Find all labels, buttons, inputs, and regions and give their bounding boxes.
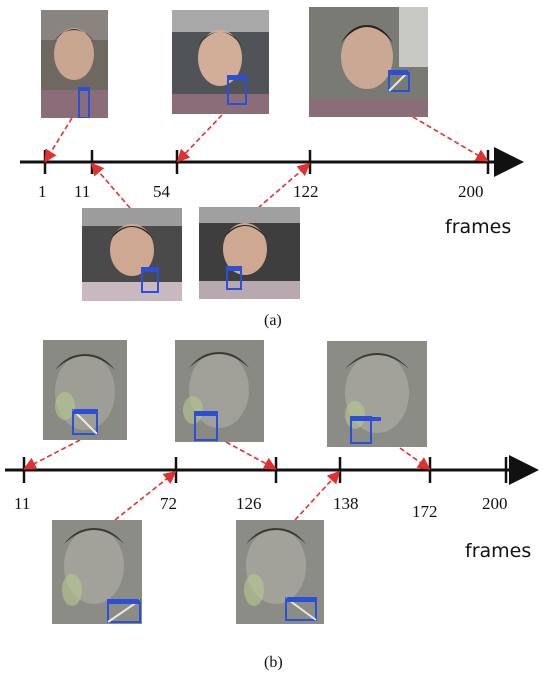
tick-label-b-200: 200 bbox=[482, 494, 508, 513]
caption-b: (b) bbox=[264, 654, 283, 671]
axis-label-a: frames bbox=[445, 216, 512, 238]
frame-thumbnail-b-172 bbox=[327, 341, 427, 447]
frame-thumbnail-a-200 bbox=[309, 7, 428, 117]
tick-label-a-54: 54 bbox=[153, 182, 170, 201]
tick-label-b-138: 138 bbox=[333, 494, 359, 513]
connector-a-122 bbox=[257, 162, 311, 209]
connector-a-1 bbox=[44, 117, 73, 163]
connector-b-72 bbox=[114, 471, 177, 521]
tick-label-b-126: 126 bbox=[236, 494, 262, 513]
caption-a: (a) bbox=[264, 312, 282, 329]
frame-thumbnail-b-72-lower bbox=[52, 520, 142, 624]
tick-label-b-11: 11 bbox=[14, 494, 31, 513]
tick-label-a-200: 200 bbox=[458, 182, 484, 201]
tick-label-a-1: 1 bbox=[38, 182, 47, 201]
tick-label-b-72: 72 bbox=[160, 494, 177, 513]
frame-thumbnail-a-11 bbox=[82, 208, 182, 301]
axis-label-b: frames bbox=[465, 540, 532, 562]
frame-thumbnail-b-72 bbox=[175, 340, 264, 442]
connector-a-11 bbox=[90, 162, 131, 209]
connector-b-11 bbox=[23, 439, 81, 470]
connector-b-138 bbox=[294, 470, 341, 521]
connector-b-126 bbox=[225, 441, 277, 470]
tick-label-a-122: 122 bbox=[293, 182, 319, 201]
connector-b-172 bbox=[399, 447, 431, 470]
frame-thumbnail-b-11 bbox=[43, 340, 127, 440]
tick-label-a-11: 11 bbox=[74, 182, 91, 201]
connector-a-200 bbox=[412, 116, 489, 162]
frame-thumbnail-a-122 bbox=[199, 207, 300, 299]
tick-label-b-172: 172 bbox=[412, 502, 438, 521]
frame-thumbnail-a-1 bbox=[41, 10, 108, 118]
frame-thumbnail-a-54 bbox=[172, 10, 269, 114]
frame-thumbnail-b-138 bbox=[236, 520, 324, 624]
connector-a-54 bbox=[176, 114, 223, 163]
